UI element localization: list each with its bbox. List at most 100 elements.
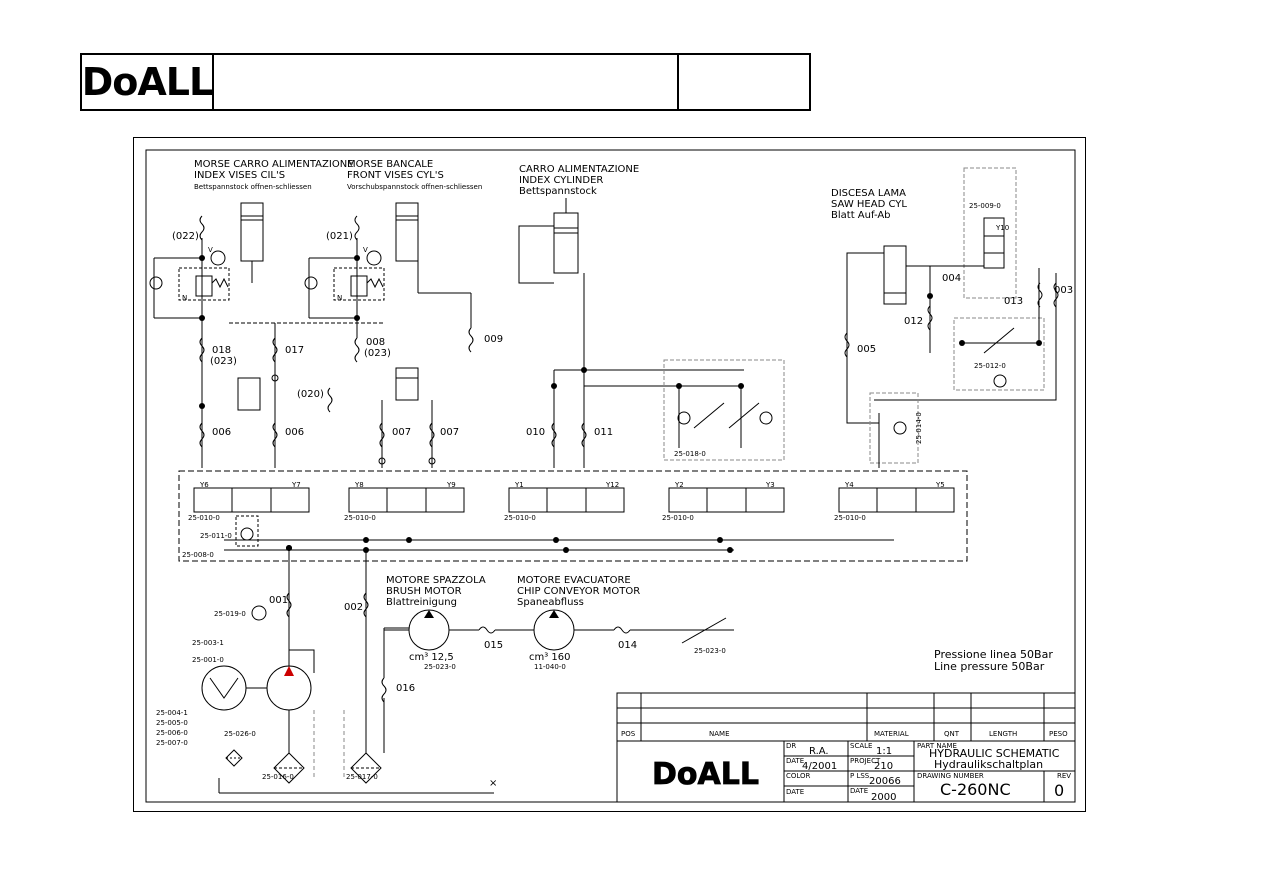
hose-020: (020) [297, 389, 324, 400]
schematic-line [953, 317, 1045, 391]
col-pos: POS [621, 730, 636, 738]
label-chip-it: MOTORE EVACUATORE [517, 575, 631, 586]
hose-016: 016 [396, 683, 415, 694]
schematic-line [201, 665, 247, 711]
hose-012: 012 [904, 316, 923, 327]
part-name-en: HYDRAULIC SCHEMATIC [929, 747, 1060, 760]
pump-arrow-accent [284, 666, 294, 676]
part-25-017: 25-017-0 [346, 773, 378, 781]
schematic-line [199, 422, 205, 448]
schematic-line [272, 337, 278, 363]
schematic-line [738, 383, 744, 389]
header-bar: DoALL [80, 53, 811, 111]
schematic-line [211, 277, 229, 289]
schematic-line [693, 402, 725, 429]
dr-label: DR [786, 742, 796, 750]
manifold-25-008 [178, 470, 968, 562]
title-block [616, 692, 1076, 803]
drawing-sheet: MORSE CARRO ALIMENTAZIONE INDEX VISES CI… [133, 137, 1086, 812]
schematic-line [518, 225, 554, 284]
part-valve-3: 25-010-0 [504, 514, 536, 522]
schematic-line [199, 318, 587, 468]
schematic-line [983, 327, 1015, 354]
schematic-line [993, 374, 1007, 388]
hose-006a: 006 [212, 427, 231, 438]
schematic-line [209, 677, 239, 699]
label-saw-head-en: SAW HEAD CYL [831, 199, 907, 210]
label-y12: Y12 [605, 481, 619, 489]
part-valve-1: 25-010-0 [188, 514, 220, 522]
schematic-line [759, 411, 773, 425]
label-chip-en: CHIP CONVEYOR MOTOR [517, 586, 640, 597]
label-y8: Y8 [354, 481, 364, 489]
schematic-line [613, 626, 631, 634]
label-index-cyl-en: INDEX CYLINDER [519, 175, 603, 186]
date3-label: DATE [850, 787, 868, 795]
drawing-value: C-260NC [940, 780, 1011, 799]
schematic-line [149, 276, 163, 290]
schematic-line [616, 692, 1076, 803]
col-qnt: QNT [944, 730, 960, 738]
date-label: DATE [786, 757, 804, 765]
col-name: NAME [709, 730, 730, 738]
schematic-line [838, 487, 955, 513]
schematic-line [676, 383, 682, 389]
label-front-vises-en: FRONT VISES CYL'S [347, 170, 444, 181]
schematic-line [581, 367, 587, 373]
cylinder-front-vises [229, 202, 472, 328]
label-index-vises-en: INDEX VISES CIL'S [194, 170, 285, 181]
project-value: 210 [874, 761, 893, 772]
schematic-line [663, 359, 785, 461]
node [199, 255, 205, 261]
schematic-line [1037, 282, 1043, 308]
schematic-line [286, 545, 292, 551]
hose-013: 013 [1004, 296, 1023, 307]
col-length: LENGTH [989, 730, 1017, 738]
hose-005: 005 [857, 344, 876, 355]
part-25-001: 25-001-0 [192, 656, 224, 664]
schematic-line [288, 649, 315, 673]
schematic-line [844, 167, 1059, 468]
schematic-line [677, 411, 691, 425]
label-saw-head-it: DISCESA LAMA [831, 188, 906, 199]
hose-011: 011 [594, 427, 613, 438]
schematic-line [384, 609, 734, 651]
schematic-line [395, 202, 419, 262]
doall-logo: DoALL [81, 60, 213, 104]
part-25-009: 25-009-0 [969, 202, 1001, 210]
schematic-line [893, 421, 907, 435]
inner-frame [145, 149, 1076, 803]
schematic-line [304, 276, 318, 290]
schematic-line [727, 547, 733, 553]
schematic-line [927, 293, 933, 299]
hose-010: 010 [526, 427, 545, 438]
part-25-011: 25-011-0 [200, 532, 232, 540]
part-25-007: 25-007-0 [156, 739, 188, 747]
drawing-label: DRAWING NUMBER [917, 772, 984, 780]
schematic-line [468, 327, 474, 353]
schematic-line [963, 167, 1017, 299]
label-n2: N [337, 294, 342, 302]
part-25-023a: 25-023-0 [424, 663, 456, 671]
part-25-023b: 25-023-0 [694, 647, 726, 655]
cylinder-index-vises [240, 202, 264, 283]
part-25-019: 25-019-0 [214, 610, 246, 618]
schematic-line [210, 250, 226, 266]
date2-label: DATE [786, 788, 804, 796]
plss-label: P LSS [850, 772, 870, 780]
hose-022: (022) [172, 231, 199, 242]
plss-value: 20066 [869, 776, 901, 787]
return-mark: × [489, 778, 497, 789]
schematic-line [333, 267, 385, 301]
schematic-line [199, 403, 205, 409]
part-valve-2: 25-010-0 [344, 514, 376, 522]
schematic-line [240, 527, 254, 541]
schematic-line [424, 610, 434, 618]
schematic-line [717, 537, 723, 543]
schematic-line [844, 332, 850, 358]
schematic-line [354, 215, 360, 241]
hose-007a: 007 [392, 427, 411, 438]
dr-value: R.A. [809, 746, 829, 757]
schematic-line [327, 387, 333, 413]
schematic-line [378, 457, 386, 465]
